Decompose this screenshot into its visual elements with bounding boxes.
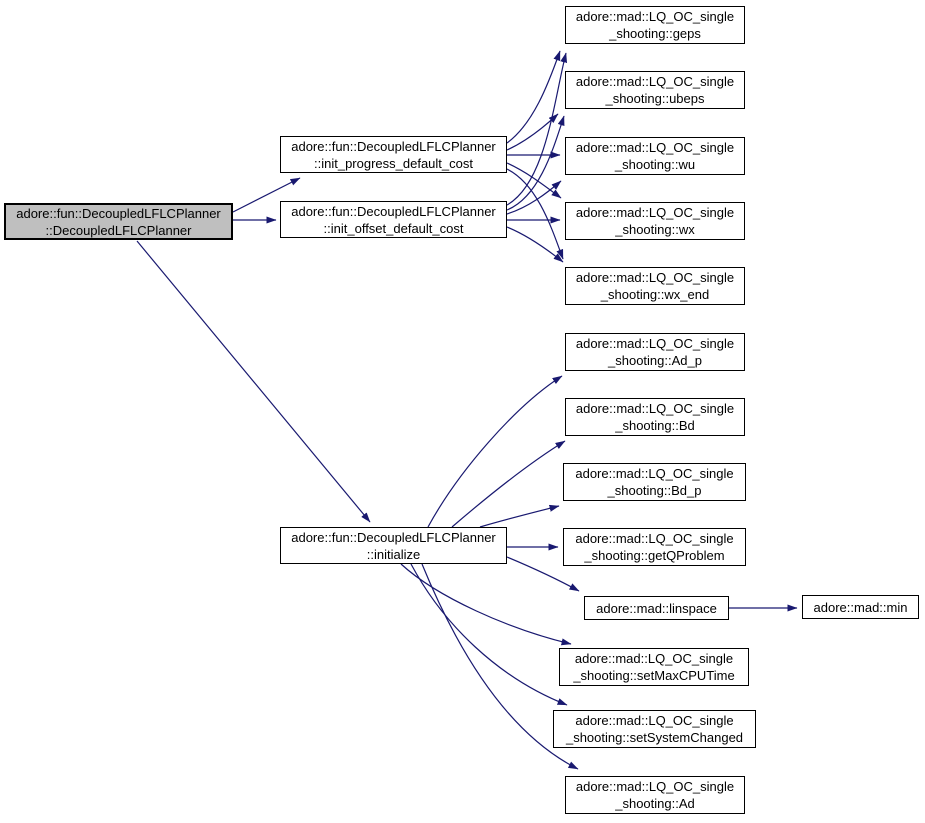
call-edge-initz-setmax: [400, 563, 572, 646]
call-edge-ctor-initz: [136, 240, 371, 523]
call-edge-initz-ad: [421, 563, 579, 770]
graph-node-ad[interactable]: adore::mad::LQ_OC_single _shooting::Ad: [565, 776, 745, 814]
graph-node-setsys[interactable]: adore::mad::LQ_OC_single _shooting::setS…: [553, 710, 756, 748]
graph-node-ubeps[interactable]: adore::mad::LQ_OC_single _shooting::ubep…: [565, 71, 745, 109]
graph-node-initz[interactable]: adore::fun::DecoupledLFLCPlanner ::initi…: [280, 527, 507, 564]
call-edge-initz-bd: [451, 440, 566, 528]
graph-node-wxend[interactable]: adore::mad::LQ_OC_single _shooting::wx_e…: [565, 267, 745, 305]
call-edge-initz-setsys: [410, 563, 568, 706]
call-edge-initz-adp: [427, 375, 563, 528]
graph-node-geps[interactable]: adore::mad::LQ_OC_single _shooting::geps: [565, 6, 745, 44]
call-edge-initp-wxend: [506, 168, 564, 260]
graph-node-inito[interactable]: adore::fun::DecoupledLFLCPlanner ::init_…: [280, 201, 507, 238]
call-edge-initz-linspace: [506, 556, 580, 592]
graph-node-adp[interactable]: adore::mad::LQ_OC_single _shooting::Ad_p: [565, 333, 745, 371]
call-edge-initz-bdp: [479, 504, 560, 528]
call-edge-ctor-initp: [232, 177, 301, 213]
graph-node-getq[interactable]: adore::mad::LQ_OC_single _shooting::getQ…: [563, 528, 746, 566]
call-edge-initp-geps: [506, 50, 561, 144]
call-edge-initp-ubeps: [506, 113, 559, 151]
graph-node-bdp[interactable]: adore::mad::LQ_OC_single _shooting::Bd_p: [563, 463, 746, 501]
graph-node-wx[interactable]: adore::mad::LQ_OC_single _shooting::wx: [565, 202, 745, 240]
graph-node-initp[interactable]: adore::fun::DecoupledLFLCPlanner ::init_…: [280, 136, 507, 173]
call-edge-inito-ubeps: [506, 115, 565, 211]
graph-node-bd[interactable]: adore::mad::LQ_OC_single _shooting::Bd: [565, 398, 745, 436]
graph-node-linspace[interactable]: adore::mad::linspace: [584, 596, 729, 620]
call-edge-inito-wu: [506, 180, 562, 215]
graph-node-min[interactable]: adore::mad::min: [802, 595, 919, 619]
call-edge-inito-wxend: [506, 226, 564, 263]
call-edge-inito-geps: [506, 52, 568, 206]
graph-node-ctor[interactable]: adore::fun::DecoupledLFLCPlanner ::Decou…: [4, 203, 233, 240]
call-edge-initp-wx: [506, 162, 562, 199]
graph-node-setmax[interactable]: adore::mad::LQ_OC_single _shooting::setM…: [559, 648, 749, 686]
graph-node-wu[interactable]: adore::mad::LQ_OC_single _shooting::wu: [565, 137, 745, 175]
